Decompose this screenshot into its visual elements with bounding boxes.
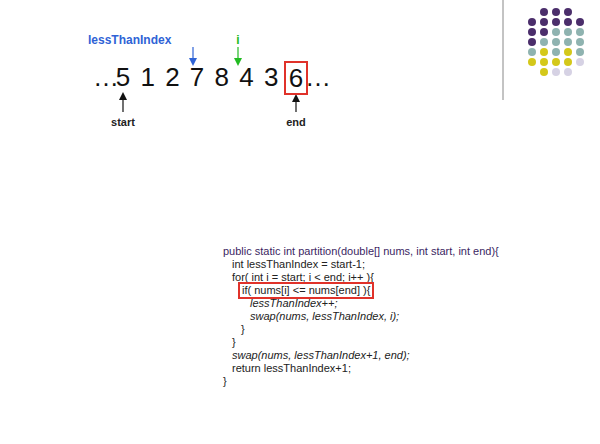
pointer-label: lessThanIndex [88,33,171,47]
array-value: 3 [264,62,278,92]
decor-dot [564,8,572,16]
decor-dot [576,28,584,36]
decor-dot [552,68,560,76]
decor-dot [564,58,572,66]
array-value: 8 [215,62,229,92]
decor-dot [528,38,536,46]
array-value: 4 [239,62,253,92]
array-value: 1 [140,62,154,92]
code-line: return lessThanIndex+1; [232,362,351,375]
decor-dot [540,8,548,16]
decor-dot [552,58,560,66]
pointer-arrow [237,47,238,62]
decor-dot [576,18,584,26]
decor-dot [540,68,548,76]
decor-dot [564,28,572,36]
decor-dot [552,38,560,46]
decor-dot [564,68,572,76]
pointer-label: i [236,33,239,47]
dot-grid [528,8,584,76]
decor-dot [528,48,536,56]
separator-line [503,0,504,100]
decor-dot [552,28,560,36]
decor-dot [564,48,572,56]
decor-dot [576,58,584,66]
code-line: if( nums[i] <= nums[end] ){ [242,284,370,297]
decor-dot [528,28,536,36]
code-line: swap(nums, lessThanIndex, i); [250,310,399,323]
decor-dot [552,48,560,56]
decor-dot [552,18,560,26]
pointer-arrow [192,47,193,62]
code-line: } [232,336,236,349]
decor-dot [528,58,536,66]
code-line: } [241,323,245,336]
decor-dot [540,28,548,36]
highlight-box: 6 [284,61,308,95]
decor-dot [540,48,548,56]
ellipsis: … [305,62,331,92]
code-line: public static int partition(double[] num… [223,245,499,258]
decor-dot [564,38,572,46]
ellipsis: … [93,62,119,92]
pointer-arrow [295,98,296,112]
code-line: } [223,375,227,388]
array-value: 7 [190,62,204,92]
code-line: swap(nums, lessThanIndex+1, end); [232,349,410,362]
decor-dot [576,48,584,56]
pointer-label: start [111,116,135,129]
decor-dot [576,38,584,46]
decor-dot [528,18,536,26]
code-line: int lessThanIndex = start-1; [232,258,365,271]
array-value: 2 [165,62,179,92]
decor-dot [540,58,548,66]
decor-dot [552,8,560,16]
code-highlight-box: if( nums[i] <= nums[end] ){ [238,282,374,299]
decor-dot [540,38,548,46]
array-value: 6 [289,63,303,93]
pointer-label: end [286,116,306,129]
array-value: 5 [116,62,130,92]
decor-dot [564,18,572,26]
pointer-arrow [122,96,123,112]
decor-dot [540,18,548,26]
